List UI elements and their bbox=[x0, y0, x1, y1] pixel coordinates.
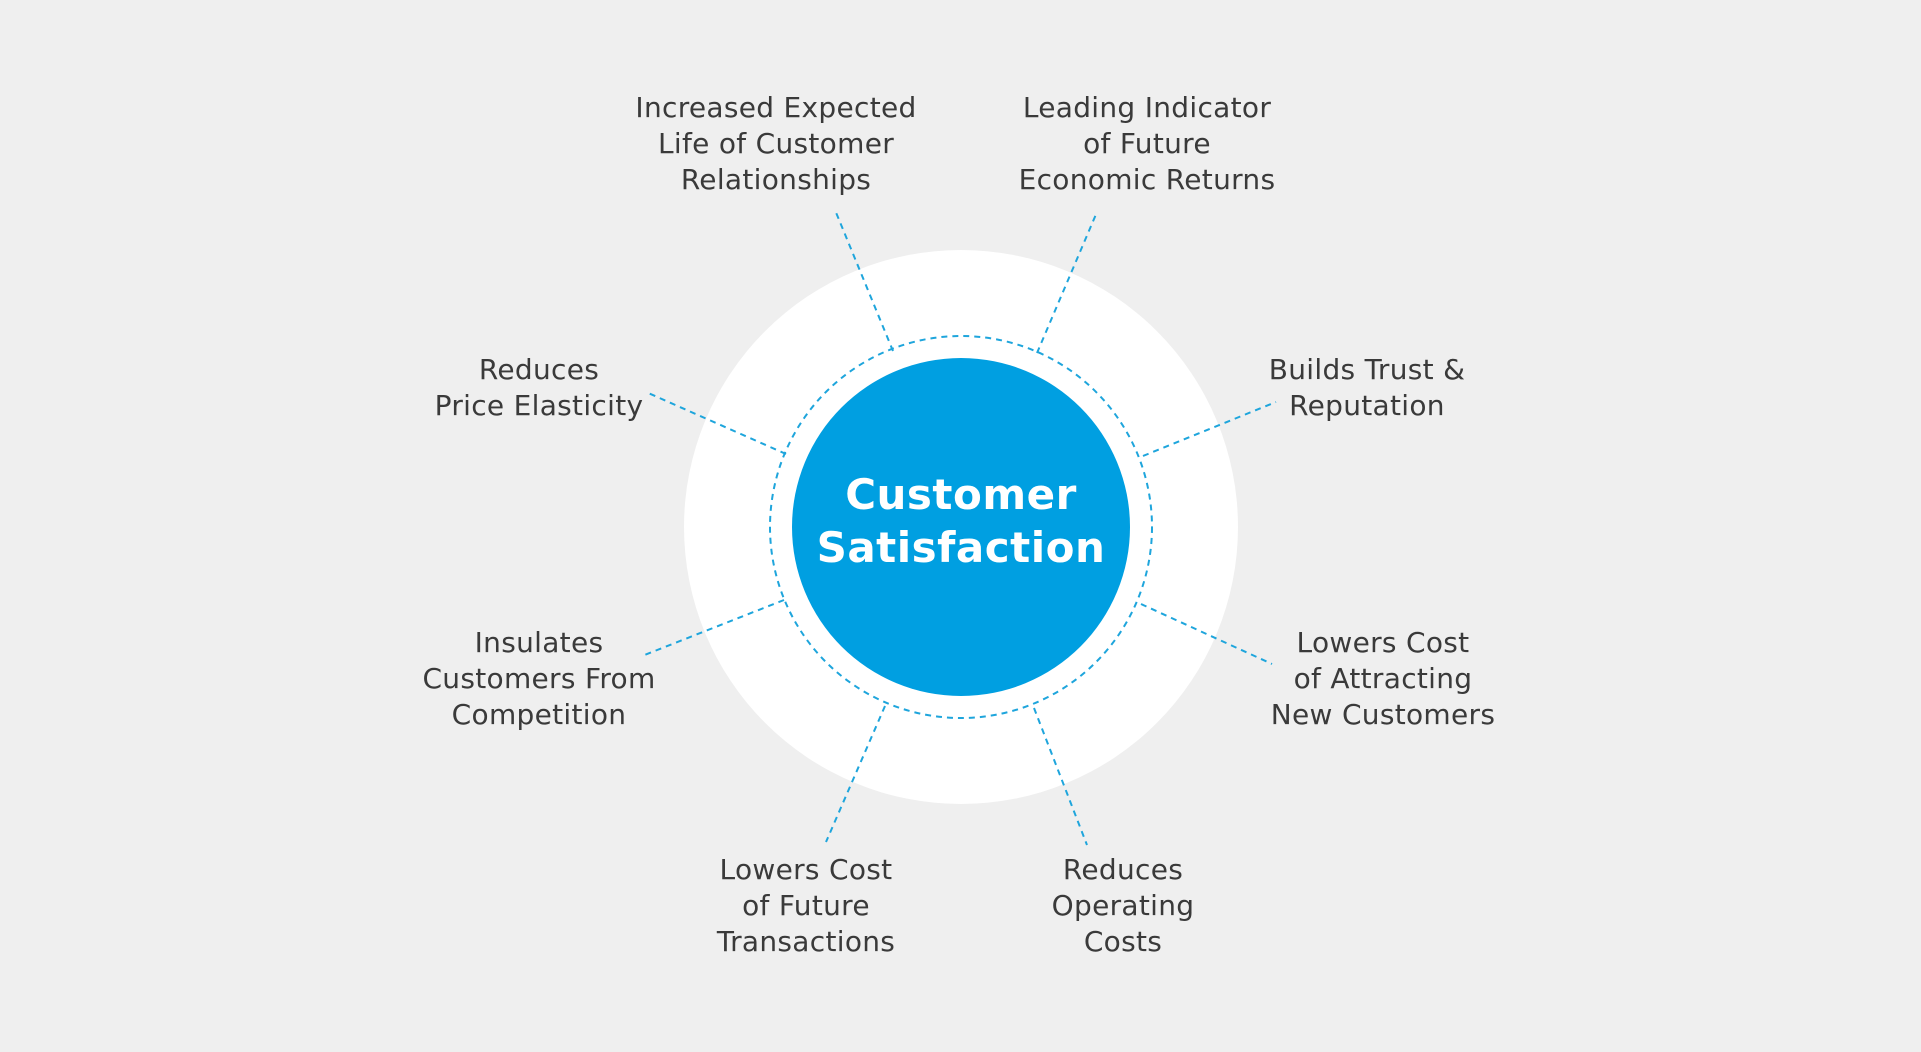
benefit-label-line: Leading Indicator bbox=[1022, 91, 1272, 124]
benefit-label-line: Lowers Cost bbox=[1296, 626, 1470, 659]
connector-line-attracting-cost bbox=[1140, 603, 1273, 665]
benefit-label-price-elasticity: Reduces Price Elasticity bbox=[379, 352, 699, 424]
benefit-label-expected-life: Increased Expected Life of Customer Rela… bbox=[616, 90, 936, 198]
connector-line-transaction-cost bbox=[825, 705, 886, 843]
benefit-label-line: Customers From bbox=[422, 662, 656, 695]
benefit-label-line: Lowers Cost bbox=[719, 853, 893, 886]
connector-line-insulates bbox=[641, 599, 785, 657]
connector-line-leading-indicator bbox=[1036, 211, 1098, 354]
benefit-label-line: Reduces bbox=[1062, 853, 1184, 886]
benefit-label-attracting-cost: Lowers Cost of Attracting New Customers bbox=[1223, 625, 1543, 733]
benefit-label-leading-indicator: Leading Indicator of Future Economic Ret… bbox=[987, 90, 1307, 198]
benefit-label-line: Economic Returns bbox=[1018, 163, 1276, 196]
benefit-label-line: Reduces bbox=[478, 353, 600, 386]
benefit-label-operating-costs: Reduces Operating Costs bbox=[963, 852, 1283, 960]
benefit-label-line: Price Elasticity bbox=[434, 389, 644, 422]
center-title: Customer Satisfaction bbox=[791, 468, 1131, 574]
benefit-label-line: Costs bbox=[1083, 925, 1163, 958]
connector-line-trust-reputation bbox=[1142, 401, 1277, 457]
benefit-label-line: Increased Expected bbox=[635, 91, 917, 124]
benefit-label-line: of Attracting bbox=[1293, 662, 1473, 695]
benefit-label-line: Reputation bbox=[1289, 389, 1445, 422]
benefit-label-line: Competition bbox=[451, 698, 627, 731]
dashed-ring bbox=[769, 335, 1153, 719]
core-circle bbox=[792, 358, 1130, 696]
connector-line-expected-life bbox=[834, 209, 894, 352]
benefit-label-line: of Future bbox=[1083, 127, 1211, 160]
benefit-label-trust-reputation: Builds Trust & Reputation bbox=[1207, 352, 1527, 424]
benefit-label-line: Builds Trust & bbox=[1268, 353, 1466, 386]
benefit-label-transaction-cost: Lowers Cost of Future Transactions bbox=[646, 852, 966, 960]
connector-line-operating-costs bbox=[1033, 707, 1088, 846]
benefit-label-line: Life of Customer bbox=[657, 127, 895, 160]
center-title-line: Satisfaction bbox=[816, 523, 1106, 572]
benefit-label-line: Transactions bbox=[716, 925, 896, 958]
benefit-label-line: Operating bbox=[1051, 889, 1195, 922]
benefit-label-insulates: Insulates Customers From Competition bbox=[379, 625, 699, 733]
connector-line-price-elasticity bbox=[645, 391, 787, 455]
benefit-label-line: New Customers bbox=[1270, 698, 1496, 731]
connector-lines bbox=[641, 209, 1277, 846]
benefit-label-line: Relationships bbox=[680, 163, 872, 196]
benefit-label-line: of Future bbox=[742, 889, 870, 922]
benefit-label-line: Insulates bbox=[474, 626, 604, 659]
center-title-line: Customer bbox=[845, 470, 1077, 519]
